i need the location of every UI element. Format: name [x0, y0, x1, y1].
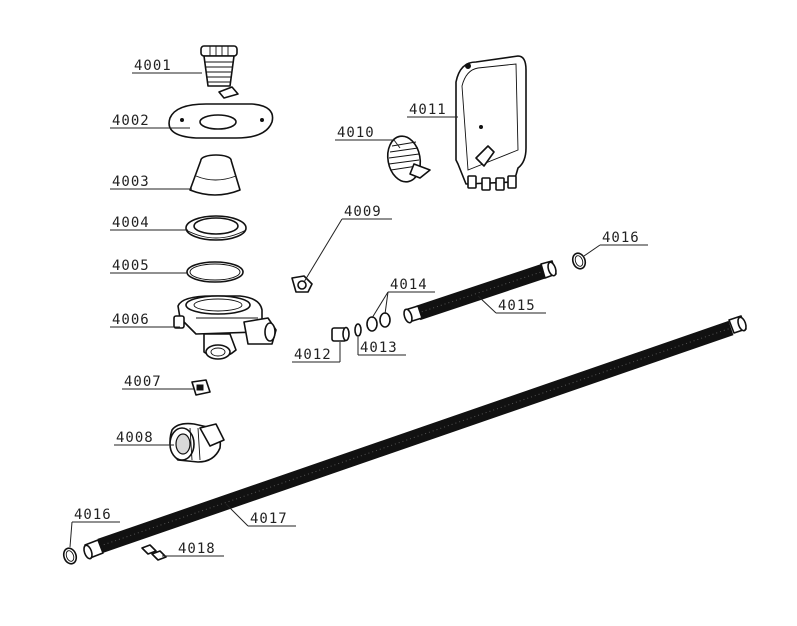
part-4003-cone: [189, 154, 241, 196]
part-4010-fan-disc: [386, 135, 431, 183]
label-4018: 4018: [162, 541, 224, 557]
part-4016-clamp-bottom: [62, 547, 78, 565]
label-4003-text: 4003: [112, 174, 150, 190]
part-4013-small-ring: [354, 323, 362, 337]
part-4016-clamp-top: [571, 252, 587, 270]
label-4001-text: 4001: [134, 58, 172, 74]
label-4018-text: 4018: [178, 541, 216, 557]
label-4016-top-text: 4016: [602, 230, 640, 246]
label-4017: 4017: [225, 503, 296, 527]
label-4002-text: 4002: [112, 113, 150, 129]
part-4007-block: [191, 379, 211, 396]
label-4008: 4008: [114, 430, 174, 446]
label-4014: 4014: [371, 277, 435, 319]
part-4015-short-hose: [403, 260, 557, 324]
part-4005-o-ring: [186, 261, 244, 283]
label-4007-text: 4007: [124, 374, 162, 390]
label-4015-text: 4015: [498, 298, 536, 314]
label-4006-text: 4006: [112, 312, 150, 328]
label-4008-text: 4008: [116, 430, 154, 446]
label-4005: 4005: [110, 258, 188, 274]
part-4009-valve: [291, 275, 313, 293]
part-4006-sump-housing: [173, 295, 277, 360]
label-4012-text: 4012: [294, 347, 332, 363]
part-4002-plate: [168, 103, 274, 139]
label-4004-text: 4004: [112, 215, 150, 231]
label-4016-bottom-text: 4016: [74, 507, 112, 523]
label-4007: 4007: [122, 374, 194, 390]
label-4016-top: 4016: [583, 230, 648, 257]
part-4018-clip: [141, 544, 167, 561]
label-4003: 4003: [110, 174, 192, 190]
label-4011-text: 4011: [409, 102, 447, 118]
part-4012-coupler: [331, 326, 350, 342]
label-4010: 4010: [335, 125, 401, 149]
part-4008-pump: [169, 422, 225, 463]
label-4001: 4001: [132, 58, 202, 74]
part-4001-filter: [200, 45, 239, 99]
label-4017-text: 4017: [250, 511, 288, 527]
part-4017-long-hose: [83, 315, 747, 560]
part-4011-tank: [455, 55, 527, 191]
label-4011: 4011: [407, 102, 458, 118]
label-4004: 4004: [110, 215, 188, 231]
label-4016-bottom: 4016: [69, 507, 120, 548]
label-4006: 4006: [110, 312, 180, 328]
label-4009: 4009: [303, 204, 392, 283]
part-4014-rings: [366, 312, 391, 332]
part-4004-ring: [185, 215, 247, 241]
label-4012: 4012: [292, 342, 341, 363]
label-4005-text: 4005: [112, 258, 150, 274]
label-4013: 4013: [357, 337, 406, 356]
label-4014-text: 4014: [390, 277, 428, 293]
label-4002: 4002: [110, 113, 190, 129]
label-4015: 4015: [477, 295, 546, 314]
label-4009-text: 4009: [344, 204, 382, 220]
label-4010-text: 4010: [337, 125, 375, 141]
label-4013-text: 4013: [360, 340, 398, 356]
